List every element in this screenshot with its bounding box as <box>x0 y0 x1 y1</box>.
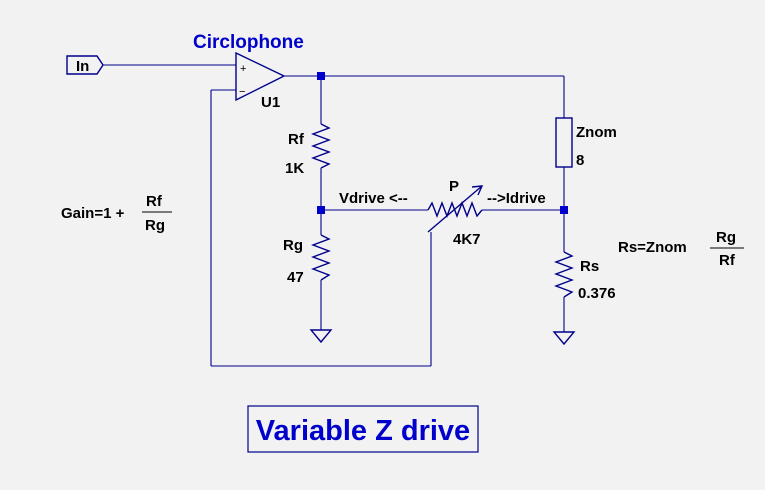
rs-name-label: Rs <box>580 258 599 275</box>
rs-value-label: 0.376 <box>578 285 616 302</box>
rs-resistor-symbol[interactable] <box>554 251 574 298</box>
gain-formula-prefix: Gain=1 + <box>61 205 125 222</box>
rg-resistor-symbol[interactable] <box>311 234 331 281</box>
rf-name-label: Rf <box>288 131 305 148</box>
rg-name-label: Rg <box>283 237 303 254</box>
rg-value-label: 47 <box>287 269 304 286</box>
vdrive-label: Vdrive <-- <box>339 190 408 207</box>
rf-resistor-symbol[interactable] <box>311 123 331 169</box>
caption-text: Variable Z drive <box>256 415 470 447</box>
rs-formula-denominator: Rf <box>719 252 736 269</box>
junction-output <box>317 72 325 80</box>
gain-formula-denominator: Rg <box>145 217 165 234</box>
znom-load-symbol[interactable] <box>555 117 573 168</box>
opamp-plus-sign: + <box>240 63 246 75</box>
input-port-label: In <box>76 58 89 75</box>
ground-symbol-right <box>552 331 576 346</box>
opamp-symbol[interactable] <box>235 51 286 102</box>
junction-rf-rg <box>317 206 325 214</box>
gain-formula-numerator: Rf <box>146 193 163 210</box>
caption-box <box>247 405 479 453</box>
opamp-model-label: Circlophone <box>193 32 304 53</box>
pot-name-label: P <box>449 178 459 195</box>
junction-znom-rs <box>560 206 568 214</box>
opamp-minus-sign: − <box>239 86 245 98</box>
rs-formula-numerator: Rg <box>716 229 736 246</box>
znom-value-label: 8 <box>576 152 584 169</box>
rs-formula-prefix: Rs=Znom <box>618 239 687 256</box>
rf-value-label: 1K <box>285 160 304 177</box>
input-port-flag[interactable] <box>66 55 104 75</box>
idrive-label: -->Idrive <box>487 190 546 207</box>
opamp-ref-label: U1 <box>261 94 280 111</box>
pot-value-label: 4K7 <box>453 231 481 248</box>
znom-name-label: Znom <box>576 124 617 141</box>
ground-symbol-left <box>309 329 333 344</box>
pot-arrow-head <box>471 185 484 196</box>
pot-arrow-line <box>427 185 483 233</box>
